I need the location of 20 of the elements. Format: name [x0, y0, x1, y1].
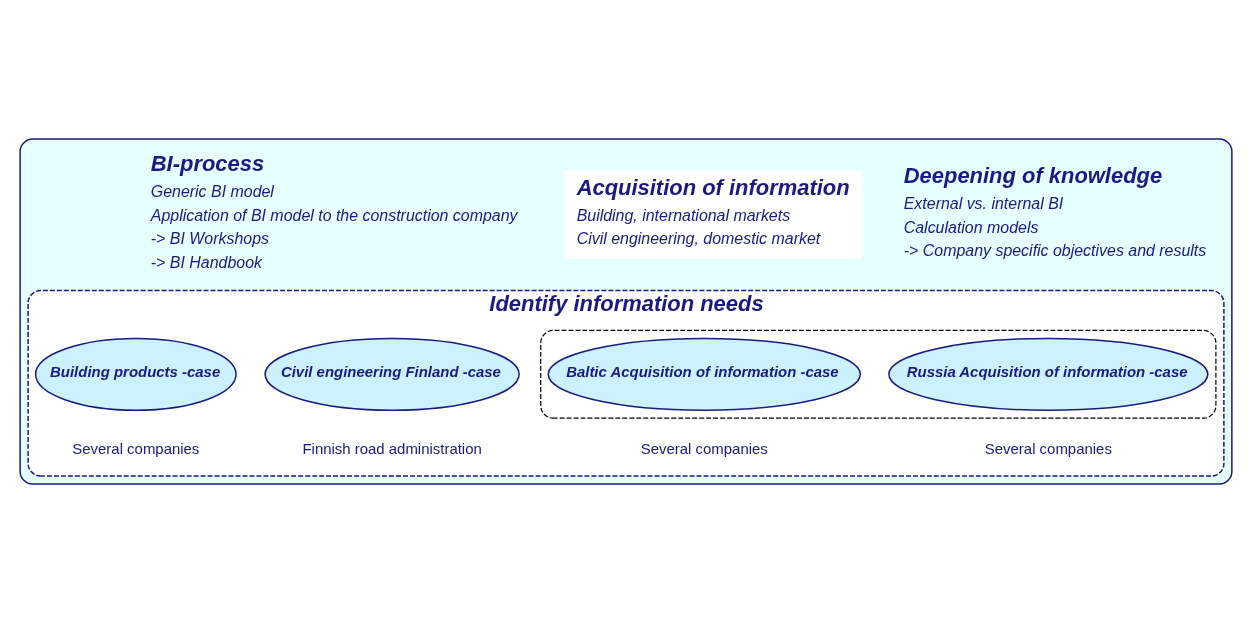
- node-label: Several companies: [640, 439, 768, 457]
- label: Generic BI model: [150, 182, 274, 200]
- node-ellipse: Civil engineering Finland -case: [264, 337, 520, 411]
- label: BI-process: [150, 150, 265, 176]
- label: Deepening of knowledge: [903, 162, 1163, 188]
- label: -> Company specific objectives and results: [903, 241, 1207, 259]
- label: External vs. internal BI: [903, 194, 1064, 212]
- cluster: [540, 329, 1217, 419]
- node-label: Several companies: [72, 439, 200, 457]
- node-ellipse: Baltic Acquisition of information -case: [547, 337, 862, 411]
- label: Calculation models: [903, 218, 1039, 236]
- node-label: Several companies: [984, 439, 1112, 457]
- node-ellipse: Russia Acquisition of information -case: [888, 337, 1209, 411]
- label: Application of BI model to the construction company: [150, 206, 518, 224]
- label: -> BI Handbook: [150, 253, 262, 271]
- cluster: [19, 137, 1233, 485]
- node-label: Finnish road administration: [302, 439, 482, 457]
- node-ellipse: Building products -case: [34, 337, 237, 411]
- label: -> BI Workshops: [150, 229, 270, 247]
- node-box: Acquisition of information Building, international markets Civil engineering, domestic market: [564, 169, 863, 259]
